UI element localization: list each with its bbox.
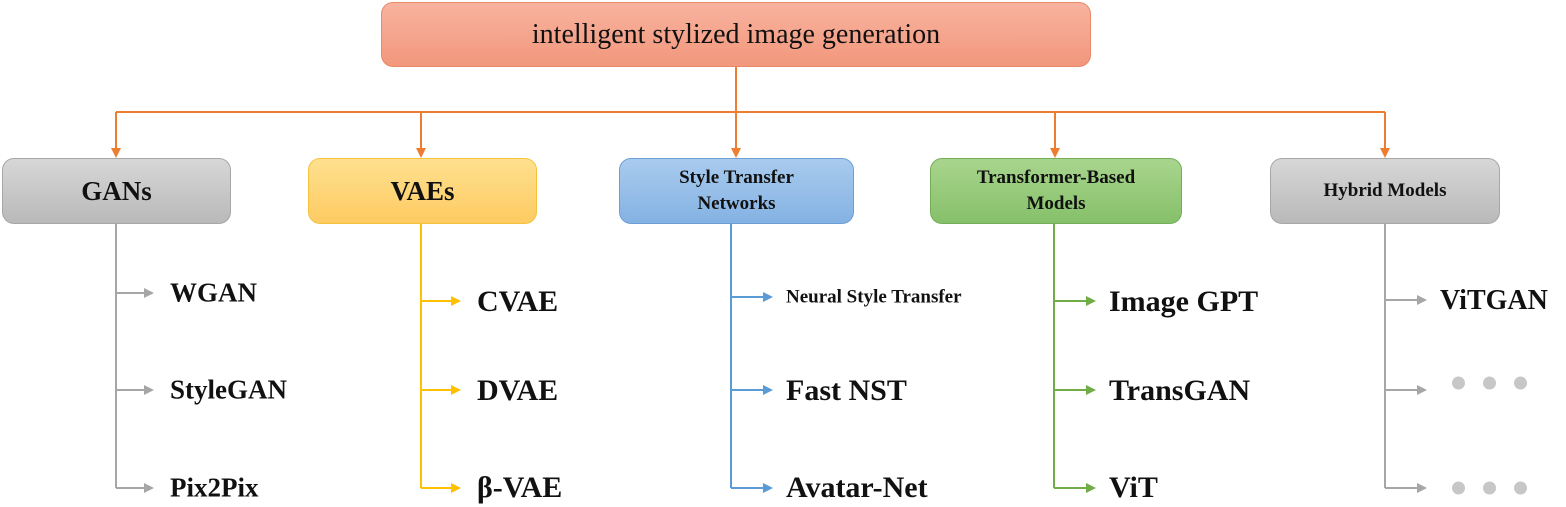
category-label: GANs [81, 175, 152, 206]
gans-branch [115, 224, 154, 493]
item-fast-nst: Fast NST [786, 374, 907, 407]
category-hybrid: Hybrid Models [1270, 158, 1500, 224]
item-avatar-net: Avatar-Net [786, 471, 928, 504]
category-label: Hybrid Models [1323, 180, 1447, 201]
category-vaes: VAEs [308, 158, 537, 224]
category-label-line: Models [1026, 193, 1086, 214]
hybrid-branch [1384, 224, 1427, 493]
vaes-branch [420, 224, 461, 493]
category-style-transfer: Style Transfer Networks [619, 158, 854, 224]
category-label-line: Style Transfer [679, 167, 794, 189]
category-label-line: Networks [697, 193, 776, 214]
root-node: intelligent stylized image generation [381, 2, 1091, 67]
item-image-gpt: Image GPT [1109, 285, 1259, 318]
item-vitgan: ViTGAN [1440, 285, 1548, 316]
dot [1452, 376, 1465, 390]
dot [1483, 376, 1496, 390]
dot [1483, 481, 1496, 495]
root-label: intelligent stylized image generation [531, 18, 941, 50]
item-vit: ViT [1109, 471, 1158, 504]
dot [1514, 481, 1527, 495]
category-transformer: Transformer-Based Models [930, 158, 1182, 224]
dot [1514, 376, 1527, 390]
category-gans: GANs [2, 158, 231, 224]
item-transgan: TransGAN [1109, 374, 1251, 407]
category-label-line: Transformer-Based [976, 167, 1136, 189]
dot [1452, 481, 1465, 495]
item-wgan: WGAN [170, 277, 257, 308]
ellipsis-dots [1452, 376, 1527, 390]
item-cvae: CVAE [477, 285, 559, 318]
style-transfer-branch [730, 224, 773, 493]
item-neural-style-transfer: Neural Style Transfer [786, 286, 962, 308]
item-pix2pix: Pix2Pix [170, 472, 259, 503]
item-stylegan: StyleGAN [170, 374, 287, 405]
item-dvae: DVAE [477, 374, 559, 407]
transformer-branch [1053, 224, 1096, 493]
root-connectors [111, 67, 1390, 158]
item-beta-vae: β-VAE [477, 471, 563, 504]
ellipsis-dots [1452, 481, 1527, 495]
category-label: VAEs [390, 175, 455, 206]
